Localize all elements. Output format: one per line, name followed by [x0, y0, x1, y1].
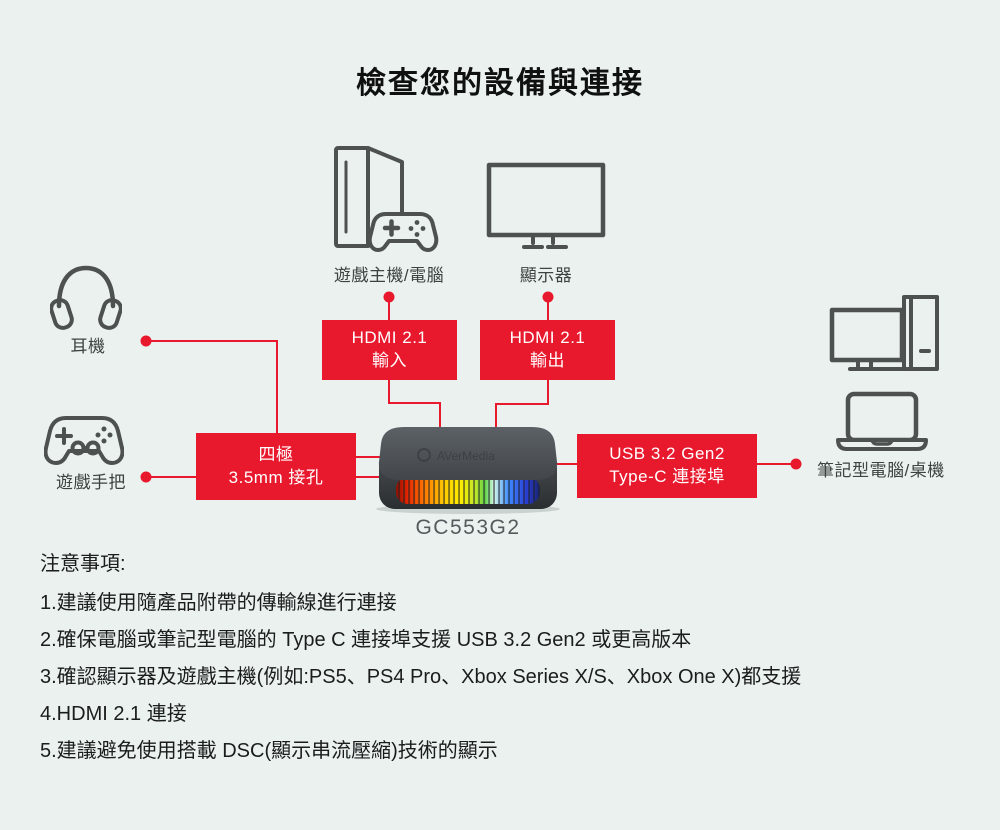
usb-port-callout: USB 3.2 Gen2 Type-C 連接埠	[577, 434, 757, 498]
gamepad-icon	[44, 408, 124, 480]
hdmi-input-line2: 輸入	[372, 351, 407, 370]
hdmi-output-callout: HDMI 2.1 輸出	[480, 320, 615, 380]
usb-port-line1: USB 3.2 Gen2	[609, 444, 725, 464]
audio-jack-line2: 3.5mm 接孔	[228, 467, 324, 487]
note-item: 4.HDMI 2.1 連接	[40, 703, 187, 725]
product-model-label: GC553G2	[415, 516, 521, 539]
hdmi-input-line1: HDMI 2.1	[351, 328, 428, 348]
hdmi-output-line1: HDMI 2.1	[509, 328, 586, 348]
desktop-computer-icon	[826, 294, 942, 376]
hdmi-input-callout: HDMI 2.1 輸入	[322, 320, 457, 380]
display-label: 顯示器	[519, 266, 573, 285]
brand-logo-mark	[417, 448, 431, 462]
note-item: 5.建議避免使用搭載 DSC(顯示串流壓縮)技術的顯示	[40, 740, 498, 762]
audio-jack-line1: 四極	[258, 444, 294, 464]
console-label: 遊戲主機/電腦	[333, 266, 445, 285]
computer-label: 筆記型電腦/桌機	[817, 461, 945, 480]
brand-logo-text: AVerMedia	[437, 449, 495, 463]
notes-heading: 注意事項:	[40, 553, 126, 575]
note-item: 1.建議使用隨產品附帶的傳輸線進行連接	[40, 592, 397, 614]
capture-card-device: AVerMedia	[376, 427, 560, 514]
game-console-pc-icon	[330, 142, 445, 257]
audio-jack-callout: 四極 3.5mm 接孔	[196, 433, 356, 500]
page-title: 檢查您的設備與連接	[356, 67, 644, 100]
headphones-label: 耳機	[70, 337, 106, 356]
gamepad-label: 遊戲手把	[56, 473, 126, 492]
display-icon	[486, 162, 606, 254]
connector-dots	[140, 291, 802, 483]
usb-port-line2: Type-C 連接埠	[609, 467, 725, 486]
headphones-icon	[50, 260, 122, 334]
hdmi-output-line2: 輸出	[530, 351, 565, 370]
note-item: 3.確認顯示器及遊戲主機(例如:PS5、PS4 Pro、Xbox Series …	[40, 666, 802, 688]
laptop-icon	[834, 391, 930, 453]
note-item: 2.確保電腦或筆記型電腦的 Type C 連接埠支援 USB 3.2 Gen2 …	[40, 629, 692, 651]
notes-section: 注意事項: 1.建議使用隨產品附帶的傳輸線進行連接 2.確保電腦或筆記型電腦的 …	[40, 553, 801, 777]
